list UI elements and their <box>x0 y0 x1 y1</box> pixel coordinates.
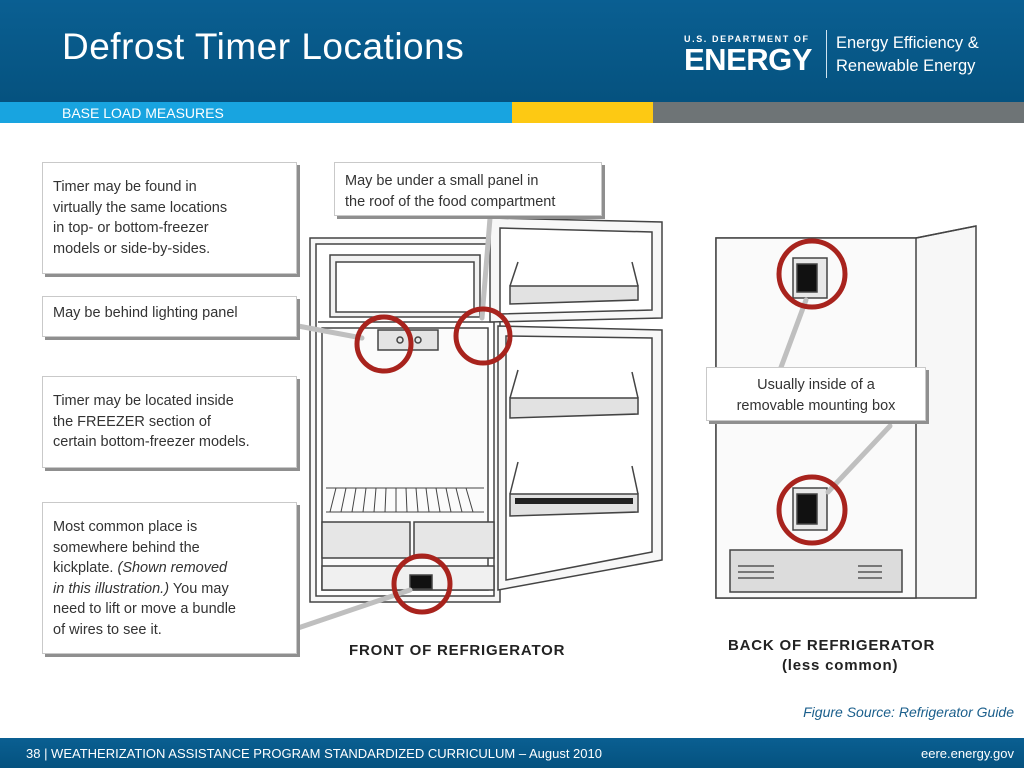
logo-eere-line1: Energy Efficiency & <box>836 34 979 52</box>
callout-top-or-bottom-freezer: Timer may be found in virtually the same… <box>42 162 297 274</box>
slide-header: Defrost Timer Locations U.S. DEPARTMENT … <box>0 0 1024 102</box>
callout-line: somewhere behind the <box>53 539 200 556</box>
section-bar-yellow <box>512 102 653 123</box>
section-label: BASE LOAD MEASURES <box>62 105 224 121</box>
slide-footer: 38 | WEATHERIZATION ASSISTANCE PROGRAM S… <box>0 738 1024 768</box>
section-bar-gray <box>653 102 1024 123</box>
footer-website: eere.energy.gov <box>921 746 1014 761</box>
callout-roof-panel: May be under a small panel in the roof o… <box>334 162 602 216</box>
highlight-circles <box>354 238 848 615</box>
callout-line: Most common place is <box>53 519 198 535</box>
footer-curriculum-text: 38 | WEATHERIZATION ASSISTANCE PROGRAM S… <box>26 746 602 761</box>
callout-line: in this illustration.) You may <box>53 580 229 597</box>
callout-line: Timer may be located inside <box>53 393 234 409</box>
figure-source: Figure Source: Refrigerator Guide <box>803 704 1014 720</box>
doe-eere-logo: U.S. DEPARTMENT OF ENERGY Energy Efficie… <box>684 30 1014 82</box>
callout-kickplate: Most common place is somewhere behind th… <box>42 502 297 654</box>
callout-line: the roof of the food compartment <box>345 193 556 210</box>
logo-eere-line2: Renewable Energy <box>836 57 976 75</box>
callout-line: virtually the same locations <box>53 199 228 216</box>
callout-line: of wires to see it. <box>53 621 162 638</box>
front-of-refrigerator-label: FRONT OF REFRIGERATOR <box>349 642 566 659</box>
front-refrigerator-drawing <box>309 237 501 603</box>
callout-line: certain bottom-freezer models. <box>53 434 250 450</box>
callout-lighting-panel: May be behind lighting panel <box>42 296 297 337</box>
callout-leader-lines <box>295 215 893 631</box>
logo-divider <box>826 30 827 78</box>
back-of-refrigerator-label: BACK OF REFRIGERATOR <box>728 637 936 654</box>
callout-line: Usually inside of a <box>757 377 875 393</box>
callout-line: need to lift or move a bundle <box>53 601 236 617</box>
callout-mounting-box: Usually inside of a removable mounting b… <box>706 367 926 421</box>
callout-line: removable mounting box <box>736 397 896 414</box>
slide-title: Defrost Timer Locations <box>62 26 465 67</box>
logo-department-text: U.S. DEPARTMENT OF <box>684 34 810 44</box>
section-bar: BASE LOAD MEASURES <box>0 102 1024 123</box>
back-less-common-label: (less common) <box>782 657 899 674</box>
callout-line: Timer may be found in <box>53 179 197 195</box>
callout-line: kickplate. (Shown removed <box>53 560 228 576</box>
callout-line: May be under a small panel in <box>345 173 539 189</box>
callout-line: the FREEZER section of <box>53 413 211 430</box>
callout-line: in top- or bottom-freezer <box>53 220 209 236</box>
open-doors-drawing <box>489 217 663 591</box>
logo-eere-text: Energy Efficiency & Renewable Energy <box>836 32 979 78</box>
logo-energy-text: ENERGY <box>684 42 812 77</box>
callout-freezer-section: Timer may be located inside the FREEZER … <box>42 376 297 468</box>
section-bar-blue <box>0 102 512 123</box>
callout-line: May be behind lighting panel <box>53 305 238 321</box>
callout-line: models or side-by-sides. <box>53 240 211 257</box>
